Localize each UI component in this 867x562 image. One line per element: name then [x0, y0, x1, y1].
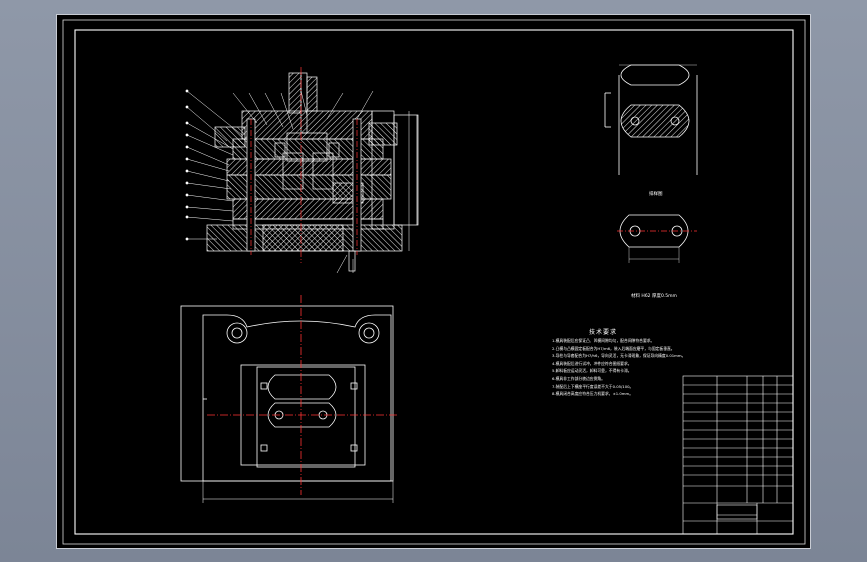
section-view — [206, 67, 419, 272]
part-leaders — [185, 89, 374, 274]
plan-view — [180, 295, 399, 503]
strip-layout — [604, 64, 698, 175]
tech-note: 7.装配后上下模座平行度误差不大于0.05/100。 — [552, 383, 634, 389]
strip-layout-label: 排样图 — [649, 192, 663, 197]
tech-requirements-title: 技术要求 — [589, 329, 618, 336]
title-block — [682, 375, 794, 535]
tech-note: 4.模具装配后进行试冲，冲件应符合图纸要求。 — [552, 360, 632, 366]
material-note: 材料 H62 厚度0.5mm — [631, 294, 677, 299]
cad-viewport[interactable]: 排样图 材料 H62 厚度0.5mm 技术要求 1.模具装配后应保证凸、凹模间隙… — [56, 14, 811, 549]
cad-drawing — [62, 19, 806, 545]
tech-note: 2.凸模与凸模固定板配合为H7/m6，装入后端面应磨平，与固定板垂直。 — [552, 345, 675, 351]
tech-note: 8.模具闭合高度应符合压力机要求，±1.0mm。 — [552, 391, 633, 397]
tech-note: 3.导柱与导套配合为H7/h6，导向灵活，无卡滞现象，保证导向精度0.01mm。 — [552, 353, 686, 359]
tech-note: 1.模具装配后应保证凸、凹模间隙均匀，配合间隙符合要求。 — [552, 338, 655, 343]
tech-requirements: 1.模具装配后应保证凸、凹模间隙均匀，配合间隙符合要求。 2.凸模与凸模固定板配… — [552, 337, 712, 398]
part-detail — [617, 214, 697, 263]
tech-note: 5.卸料板应运动灵活，卸料可靠，不得有卡滞。 — [552, 368, 632, 374]
outer-frame — [62, 19, 806, 545]
tech-note: 6.模具非工作部分棱边应倒角。 — [552, 375, 605, 381]
inner-frame — [74, 29, 794, 535]
